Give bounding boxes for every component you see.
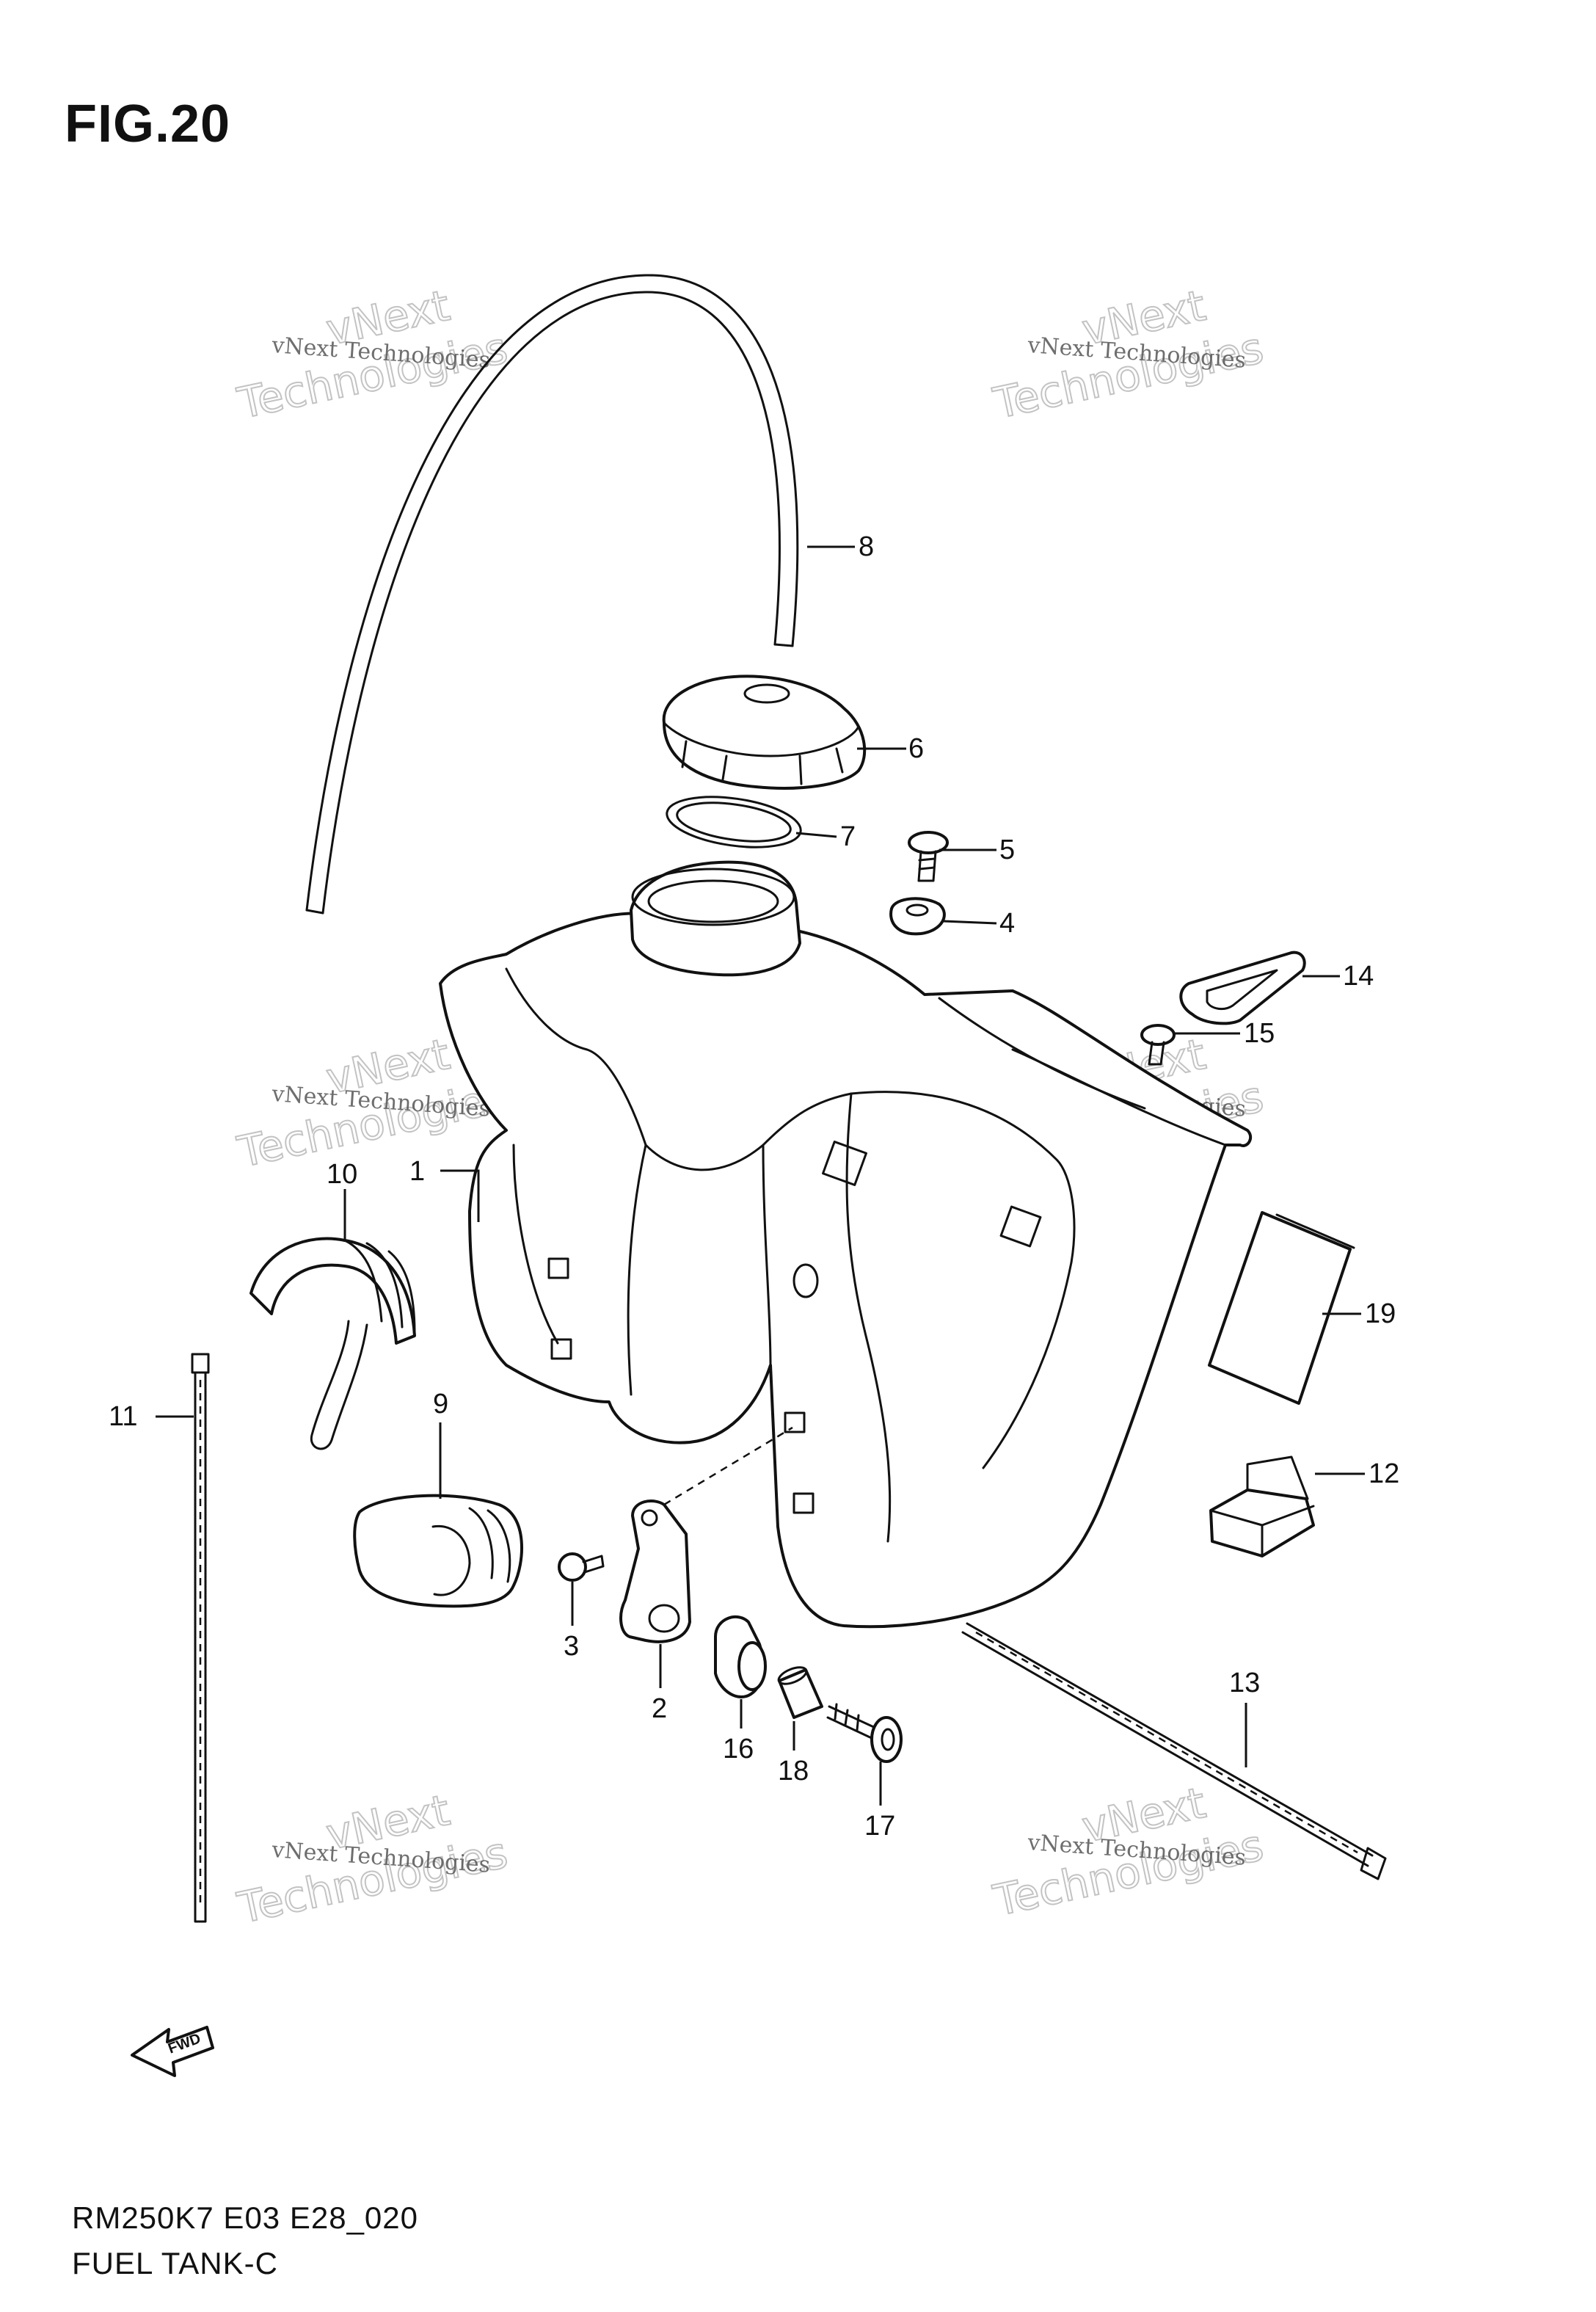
watermark-top-right: Technologies vNext vNext Technologies [988, 280, 1269, 429]
callout-3: 3 [564, 1631, 579, 1662]
callout-1: 1 [409, 1156, 425, 1187]
callout-14: 14 [1343, 961, 1374, 992]
fwd-direction-arrow: FWD [131, 2026, 214, 2077]
part-16-grommet [714, 1615, 767, 1698]
watermark-bottom-right: Technologies vNext vNext Technologies [988, 1777, 1269, 1927]
part-19-pad [1208, 1211, 1355, 1405]
callout-8: 8 [859, 531, 874, 562]
callout-5: 5 [999, 835, 1015, 865]
assembly-line-bracket [663, 1426, 793, 1506]
figure-name: FUEL TANK-C [72, 2246, 278, 2280]
figure-title: FIG.20 [65, 95, 231, 153]
part-14-strap-bracket [1179, 950, 1306, 1025]
callout-19: 19 [1365, 1298, 1396, 1329]
callout-13: 13 [1229, 1668, 1260, 1698]
watermark-top-left: Technologies vNext vNext Technologies [233, 280, 513, 429]
part-5-bolt [908, 831, 949, 882]
part-8-breather-hose [305, 274, 799, 915]
part-7-o-ring [666, 796, 802, 848]
callout-6: 6 [908, 733, 924, 764]
part-10-hose-clamp [249, 1237, 416, 1450]
callout-2: 2 [652, 1693, 667, 1724]
part-9-hose [353, 1494, 524, 1608]
leader-lines [156, 545, 1365, 1806]
part-2-bracket [619, 1499, 691, 1643]
part-4-cushion [889, 897, 946, 936]
callout-11: 11 [109, 1401, 137, 1432]
callout-10: 10 [327, 1159, 357, 1190]
part-6-fuel-cap [662, 675, 867, 790]
callout-labels: 8 6 7 5 4 14 15 1 10 19 12 11 9 13 3 2 1… [109, 531, 1399, 1842]
callout-18: 18 [778, 1756, 809, 1786]
callout-15: 15 [1244, 1018, 1275, 1049]
part-12-cushion-block [1209, 1455, 1315, 1557]
callout-17: 17 [864, 1811, 895, 1842]
callout-16: 16 [723, 1734, 754, 1764]
callout-7: 7 [840, 821, 856, 852]
part-3-bolt [558, 1552, 605, 1582]
callout-12: 12 [1369, 1458, 1399, 1489]
part-15-screw [1140, 1024, 1176, 1066]
part-1-fuel-tank [439, 860, 1253, 1629]
part-18-collar [777, 1666, 823, 1719]
callout-4: 4 [999, 908, 1015, 939]
part-17-bolt [826, 1703, 903, 1763]
part-13-cable-tie [961, 1622, 1387, 1880]
figure-code: RM250K7 E03 E28_020 [72, 2200, 418, 2235]
part-11-cable-tie [191, 1353, 210, 1923]
watermark-bottom-left: Technologies vNext vNext Technologies [233, 1784, 513, 1934]
callout-9: 9 [433, 1389, 448, 1419]
